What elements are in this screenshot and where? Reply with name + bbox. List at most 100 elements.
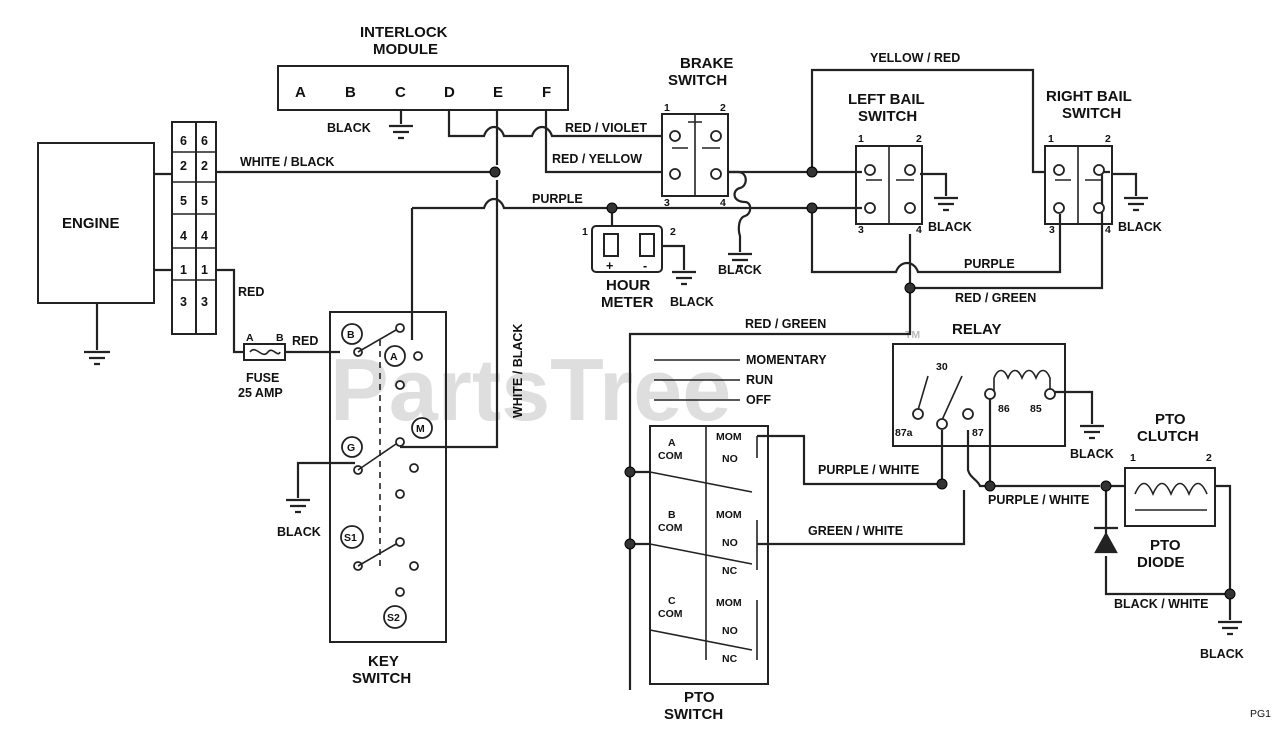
relay-ground-icon <box>1080 424 1104 440</box>
wire-red-yellow: RED / YELLOW <box>552 152 642 166</box>
junction-dot <box>624 466 636 478</box>
pto-a-2: COM <box>658 450 683 462</box>
conn-left-1: 6 <box>180 134 187 148</box>
fuse-label-1: FUSE <box>246 371 279 385</box>
conn-left-6: 3 <box>180 295 187 309</box>
wire-red-engine: RED <box>238 285 264 299</box>
pto-contact-no-a: NO <box>722 453 738 465</box>
pto-c-1: C <box>668 595 676 607</box>
interlock-module: INTERLOCK MODULE A B C D E F BLACK <box>277 24 569 140</box>
junction-nodes <box>489 166 1236 600</box>
wire-red-violet: RED / VIOLET <box>565 121 647 135</box>
ground-label-clutch: BLACK <box>1200 647 1244 661</box>
conn-right-4: 4 <box>201 229 208 243</box>
wire-black-white: BLACK / WHITE <box>1114 597 1208 611</box>
conn-right-3: 5 <box>201 194 208 208</box>
legend-momentary: MOMENTARY <box>746 353 827 367</box>
left-bail-switch: LEFT BAIL SWITCH 1 2 3 4 <box>848 91 925 236</box>
wire-purple-right: PURPLE <box>964 257 1015 271</box>
relay-pin-85: 85 <box>1030 403 1042 415</box>
hour-pin-1: 1 <box>582 226 588 238</box>
junction-dot <box>806 202 818 214</box>
junction-dot <box>984 480 996 492</box>
pto-b-1: B <box>668 509 676 521</box>
clutch-pin-1: 1 <box>1130 452 1136 464</box>
key-terminal <box>383 605 407 629</box>
hour-title-1: HOUR <box>606 277 650 294</box>
left-bail-pin-4: 4 <box>916 224 922 236</box>
interlock-term-d: D <box>444 84 455 101</box>
brake-title-2: SWITCH <box>668 72 727 89</box>
fuse-label-2: 25 AMP <box>238 386 283 400</box>
pto-clutch: PTO CLUTCH 1 2 PTO DIODE <box>1094 411 1216 571</box>
junction-dot <box>1100 480 1112 492</box>
fuse-pin-b: B <box>276 332 284 344</box>
fuse-pin-a: A <box>246 332 254 344</box>
left-bail-pin-1: 1 <box>858 133 864 145</box>
wires <box>216 68 1242 690</box>
key-term-m: M <box>416 423 425 435</box>
ground-label-right-bail: BLACK <box>1118 220 1162 234</box>
relay-pin-87: 87 <box>972 427 984 439</box>
clutch-pin-2: 2 <box>1206 452 1212 464</box>
conn-left-5: 1 <box>180 263 187 277</box>
wire-white-black: WHITE / BLACK <box>240 155 334 169</box>
key-switch: B A M G S1 S2 KEY SWITCH BLACK <box>277 311 447 687</box>
brake-pin-3: 3 <box>664 197 670 209</box>
engine-ground-icon <box>84 350 110 366</box>
interlock-title-1: INTERLOCK <box>360 24 448 41</box>
key-ground-icon <box>286 498 310 514</box>
hour-ground-icon <box>672 270 696 286</box>
key-term-s1: S1 <box>344 532 357 544</box>
interlock-ground-icon <box>389 124 413 140</box>
pto-contact-nc-b: NC <box>722 565 738 577</box>
conn-left-4: 4 <box>180 229 187 243</box>
right-bail-pin-1: 1 <box>1048 133 1054 145</box>
interlock-ground-label: BLACK <box>327 121 371 135</box>
ground-label-brake: BLACK <box>718 263 762 277</box>
hour-pin-2: 2 <box>670 226 676 238</box>
ground-labels: BLACK BLACK BLACK BLACK BLACK BLACK <box>670 220 1244 661</box>
pto-contact-nc-c: NC <box>722 653 738 665</box>
left-bail-ground-icon <box>934 196 958 212</box>
pto-contact-no-b: NO <box>722 537 738 549</box>
wire-green-white: GREEN / WHITE <box>808 524 903 538</box>
junction-dot <box>936 478 948 490</box>
engine-label: ENGINE <box>62 215 120 232</box>
key-term-a: A <box>390 351 398 363</box>
junction-dot <box>489 166 501 178</box>
left-bail-title-1: LEFT BAIL <box>848 91 925 108</box>
hour-meter: 1 2 + - HOUR METER <box>582 225 676 311</box>
key-terminal <box>340 525 364 549</box>
conn-right-1: 6 <box>201 134 208 148</box>
interlock-title-2: MODULE <box>373 41 438 58</box>
brake-switch: BRAKE SWITCH 1 2 3 4 <box>661 55 733 209</box>
hour-plus: + <box>606 259 613 273</box>
hour-minus: - <box>643 259 647 273</box>
interlock-term-e: E <box>493 84 503 101</box>
key-terminal <box>411 417 433 439</box>
wire-labels: YELLOW / RED RED / VIOLET RED / YELLOW W… <box>238 51 1208 611</box>
conn-left-2: 2 <box>180 159 187 173</box>
key-ground-label: BLACK <box>277 525 321 539</box>
left-bail-pin-3: 3 <box>858 224 864 236</box>
wire-purple-white-1: PURPLE / WHITE <box>818 463 919 477</box>
pto-switch-title-2: SWITCH <box>664 706 723 723</box>
key-terminal <box>341 323 363 345</box>
wire-red-fuse: RED <box>292 334 318 348</box>
brake-pin-1: 1 <box>664 102 670 114</box>
wire-purple-white-2: PURPLE / WHITE <box>988 493 1089 507</box>
right-bail-title-1: RIGHT BAIL <box>1046 88 1132 105</box>
wire-white-black-v: WHITE / BLACK <box>511 324 525 418</box>
ground-label-hour: BLACK <box>670 295 714 309</box>
fuse: A B FUSE 25 AMP <box>238 332 286 400</box>
junction-dot <box>904 282 916 294</box>
pto-contact-no-c: NO <box>722 625 738 637</box>
legend-run: RUN <box>746 373 773 387</box>
junction-dot <box>806 166 818 178</box>
key-title-2: SWITCH <box>352 670 411 687</box>
pto-switch: MOMENTARY RUN OFF A COM B COM C COM MOM … <box>649 353 827 723</box>
brake-pin-4: 4 <box>720 197 726 209</box>
relay-pin-87a: 87a <box>895 427 913 439</box>
